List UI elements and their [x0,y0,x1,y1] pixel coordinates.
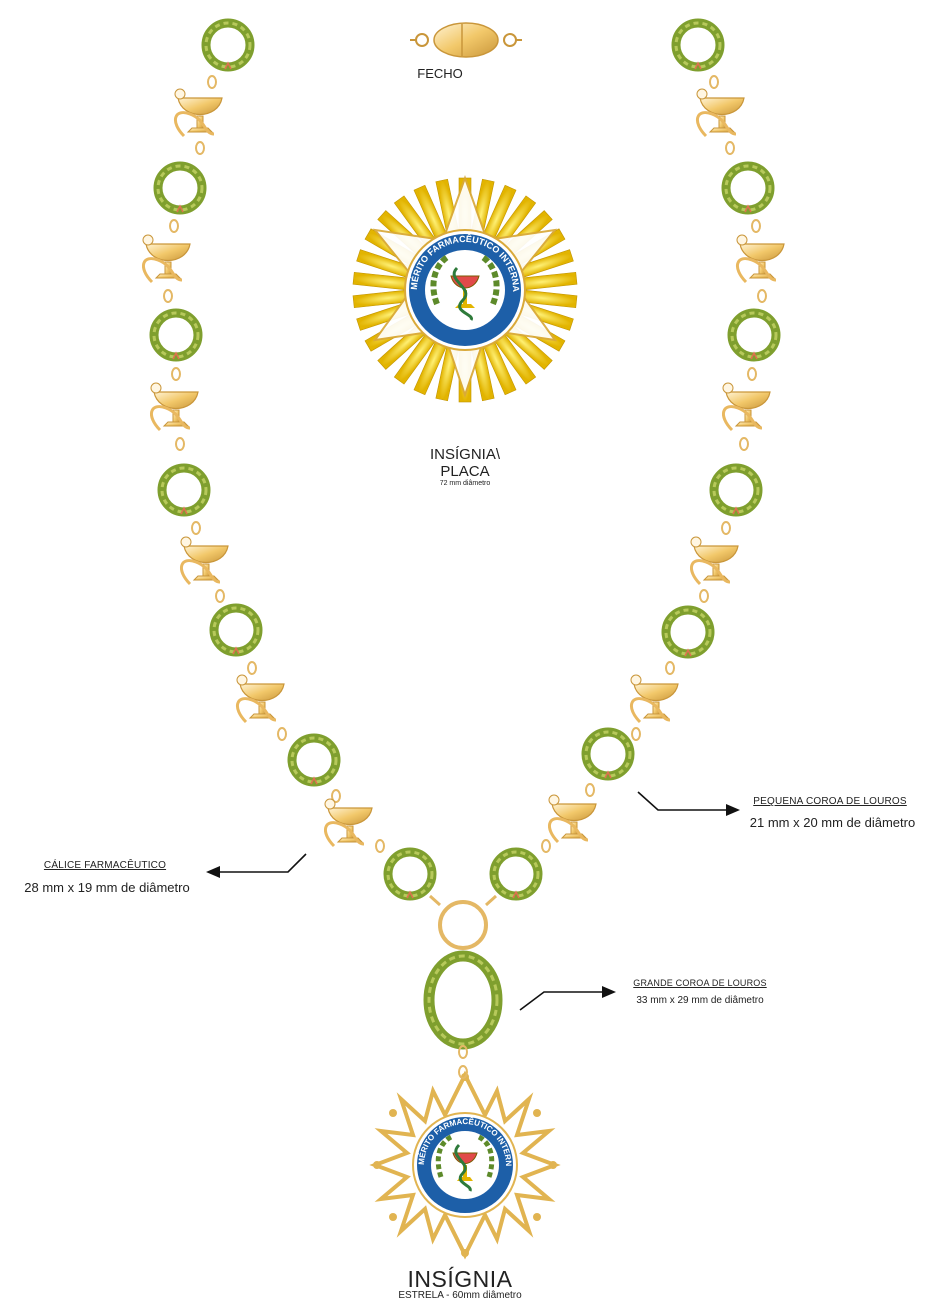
callout-large-wreath-arrow [519,986,616,1011]
small-laurel-wreath [676,23,720,69]
small-laurel-wreath [726,166,770,212]
pharmaceutical-chalice [235,673,286,724]
insignia-medal-legend: MÉRITO FARMACÊUTICO INTERNACIONAL [0,0,513,1167]
pharmaceutical-chalice [323,797,374,848]
small-wreath-size: 21 mm x 20 mm de diâmetro [749,815,916,830]
clasp-fecho [410,22,522,58]
large-wreath-size: 33 mm x 29 mm de diâmetro [636,995,764,1006]
plaque-star-medal [352,175,578,403]
small-laurel-wreath [714,468,758,514]
small-laurel-wreath [158,166,202,212]
pharmaceutical-chalice [721,381,772,432]
pharmaceutical-chalice [179,535,230,586]
center-ring [428,894,498,950]
plaque-title-line-2: PLACA [440,463,490,480]
small-laurel-wreath [206,23,250,69]
pharmaceutical-chalice [695,87,746,138]
plaque-title-line-1: INSÍGNIA\ [429,446,500,463]
chalice-title: CÁLICE FARMACÊUTICO [43,860,167,871]
small-laurel-wreath [154,313,198,359]
small-wreath-title: PEQUENA COROA DE LOUROS [753,796,907,807]
insignia-star-medal [369,1070,561,1260]
chalice-size: 28 mm x 19 mm de diâmetro [24,880,190,895]
plaque-size: 72 mm diâmetro [439,480,491,487]
pharmaceutical-chalice [689,535,740,586]
insignia-size: ESTRELA - 60mm diâmetro [398,1290,522,1301]
small-laurel-wreath [586,732,630,778]
insignia-title: INSÍGNIA [407,1266,513,1292]
collar-right-chain [494,23,786,898]
pharmaceutical-chalice [547,793,598,844]
small-laurel-wreath [494,852,538,898]
pharmaceutical-chalice [173,87,224,138]
collar-left-chain [141,23,432,898]
callout-chalice-arrow [206,853,307,878]
small-laurel-wreath [388,852,432,898]
callout-small-wreath-arrow [637,791,740,816]
pharmaceutical-chalice [735,233,786,284]
clasp-label: FECHO [417,66,463,81]
pharmaceutical-chalice [149,381,200,432]
plaque-title: INSÍGNIA\ PLACA [400,446,530,480]
small-laurel-wreath [666,610,710,656]
large-wreath-title: GRANDE COROA DE LOUROS [633,978,767,988]
pharmaceutical-chalice [141,233,192,284]
small-laurel-wreath [162,468,206,514]
small-laurel-wreath [214,608,258,654]
small-laurel-wreath [292,738,336,784]
large-laurel-wreath [423,950,503,1059]
small-laurel-wreath [732,313,776,359]
pharmaceutical-chalice [629,673,680,724]
